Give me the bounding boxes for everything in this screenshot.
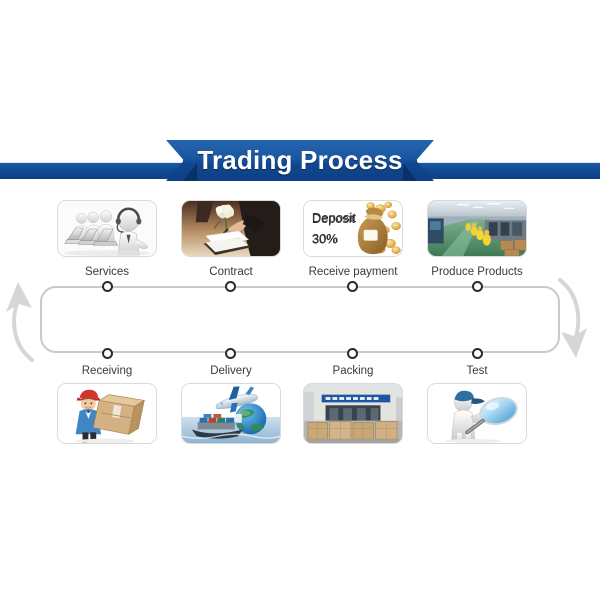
caption-receive-payment: Receive payment — [308, 266, 398, 278]
deposit-label-line2: 30% — [312, 231, 339, 246]
flow-node-contract — [225, 281, 236, 292]
caption-contract: Contract — [209, 266, 253, 278]
caption-delivery: Delivery — [210, 365, 252, 377]
curved-arrow-up-left-icon — [6, 282, 34, 362]
step-card-receiving — [57, 383, 157, 444]
step-card-receive-payment: Deposit 30% Deposit 30% — [303, 200, 403, 257]
ribbon-body — [183, 140, 417, 181]
caption-services: Services — [84, 266, 130, 278]
inspection-magnifier-icon — [428, 384, 526, 443]
deposit-overlay-line2: 30% — [312, 233, 337, 247]
courier-delivery-illustration — [58, 384, 156, 443]
curved-arrow-down-right-icon — [558, 278, 587, 358]
step-card-services — [57, 200, 157, 257]
flow-node-delivery — [225, 348, 236, 359]
shipping-logistics-photo — [182, 384, 280, 443]
flow-node-produce-products — [472, 281, 483, 292]
deposit-money-bag-image: Deposit 30% — [304, 201, 402, 256]
process-flow-track — [40, 286, 560, 353]
flow-node-services — [102, 281, 113, 292]
deposit-overlay-line1: Deposit — [312, 212, 356, 226]
banner-ribbon: Trading Process — [166, 140, 434, 181]
banner: Trading Process — [0, 140, 600, 186]
call-center-icon — [58, 201, 156, 256]
page-title: Trading Process — [197, 145, 403, 175]
step-card-delivery — [181, 383, 281, 444]
caption-packing: Packing — [332, 365, 374, 377]
caption-test: Test — [466, 365, 488, 377]
flow-node-packing — [347, 348, 358, 359]
step-card-contract — [181, 200, 281, 257]
contract-signing-photo — [182, 201, 280, 256]
step-card-produce-products — [427, 200, 527, 257]
step-card-packing — [303, 383, 403, 444]
caption-produce-products: Produce Products — [431, 266, 523, 278]
deposit-label-line1: Deposit — [312, 210, 357, 225]
step-card-test — [427, 383, 527, 444]
flow-node-receiving — [102, 348, 113, 359]
caption-receiving: Receiving — [81, 365, 133, 377]
factory-floor-photo — [428, 201, 526, 256]
warehouse-crates-photo — [304, 384, 402, 443]
flow-node-receive-payment — [347, 281, 358, 292]
flow-node-test — [472, 348, 483, 359]
